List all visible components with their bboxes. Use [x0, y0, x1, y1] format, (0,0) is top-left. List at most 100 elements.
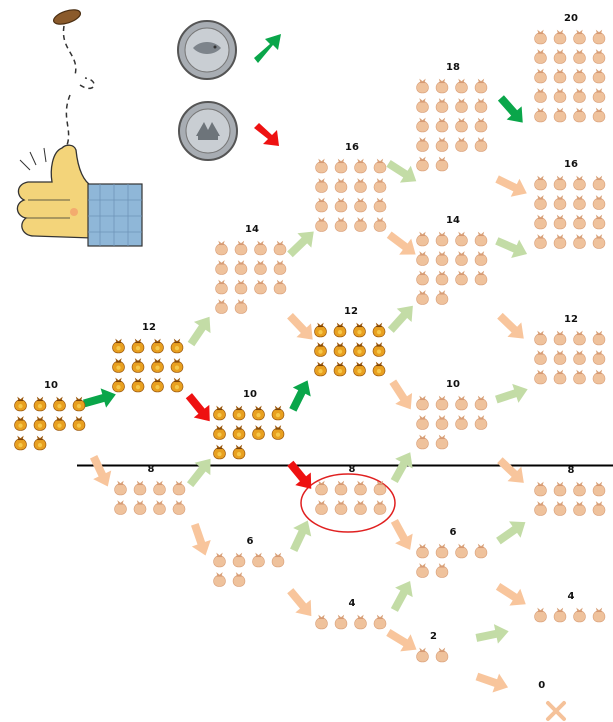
- money-bag-icon: [316, 198, 328, 212]
- money-bag-icon: [475, 251, 487, 265]
- money-bag-icon: [134, 500, 146, 514]
- money-bag-icon: [34, 397, 46, 411]
- money-bag-icon: [255, 260, 267, 274]
- wealth-node: 10: [15, 380, 85, 450]
- money-bag-icon: [535, 195, 547, 209]
- money-bag-icon: [355, 217, 367, 231]
- money-bag-icon: [132, 378, 144, 392]
- money-bag-icon: [316, 217, 328, 231]
- money-bag-icon: [274, 260, 286, 274]
- money-bag-icon: [274, 280, 286, 294]
- money-bag-icon: [15, 416, 27, 430]
- money-bag-icon: [154, 500, 166, 514]
- transition-arrow-pale-green: [383, 155, 422, 190]
- money-bag-icon: [456, 396, 468, 410]
- node-label: 10: [243, 389, 257, 400]
- node-label: 12: [564, 314, 578, 325]
- node-label: 6: [450, 527, 457, 538]
- transition-arrow-pale-orange: [383, 227, 421, 263]
- money-bag-icon: [475, 137, 487, 151]
- node-label: 8: [349, 464, 356, 475]
- money-bag-icon: [113, 378, 125, 392]
- money-bag-icon: [374, 615, 386, 629]
- money-bag-icon: [374, 178, 386, 192]
- money-bag-icon: [355, 481, 367, 495]
- money-bag-icon: [335, 198, 347, 212]
- money-bag-icon: [113, 358, 125, 372]
- node-label: 20: [564, 13, 578, 24]
- money-bag-icon: [574, 234, 586, 248]
- transition-arrow-pale-orange: [185, 521, 215, 559]
- money-bag-icon: [173, 500, 185, 514]
- wealth-node: 8: [316, 464, 386, 514]
- money-bag-icon: [417, 290, 429, 304]
- money-bag-icon: [171, 358, 183, 372]
- money-bag-icon: [233, 445, 245, 459]
- money-bag-icon: [272, 406, 284, 420]
- money-bag-icon: [152, 339, 164, 353]
- money-bag-icon: [436, 435, 448, 449]
- money-bag-icon: [436, 157, 448, 171]
- transition-arrow-pale-orange: [384, 376, 419, 415]
- money-bag-icon: [373, 362, 385, 376]
- coin-heads-icon: [178, 21, 236, 79]
- money-bag-icon: [115, 481, 127, 495]
- money-bag-icon: [436, 290, 448, 304]
- money-bag-icon: [475, 415, 487, 429]
- money-bag-icon: [216, 260, 228, 274]
- money-bag-icon: [335, 481, 347, 495]
- money-bag-icon: [436, 251, 448, 265]
- node-label: 14: [446, 215, 460, 226]
- node-label: 8: [148, 464, 155, 475]
- money-bag-icon: [152, 378, 164, 392]
- money-bag-icon: [354, 342, 366, 356]
- money-bag-icon: [436, 271, 448, 285]
- money-bag-icon: [34, 436, 46, 450]
- money-bag-icon: [15, 436, 27, 450]
- money-bag-icon: [335, 178, 347, 192]
- money-bag-icon: [574, 331, 586, 345]
- money-bag-icon: [235, 280, 247, 294]
- money-bag-icon: [593, 331, 605, 345]
- wealth-node: 18: [417, 62, 487, 171]
- wealth-node: 2: [417, 631, 448, 662]
- transition-arrow-pale-orange: [493, 309, 531, 346]
- money-bag-icon: [574, 69, 586, 83]
- money-bag-icon: [535, 370, 547, 384]
- coin-flip-thumb-icon: [17, 7, 142, 246]
- money-bag-icon: [436, 98, 448, 112]
- transition-arrow-pale-orange: [493, 453, 531, 490]
- money-bag-icon: [456, 118, 468, 132]
- transition-arrow-red: [181, 389, 217, 427]
- money-bag-icon: [593, 608, 605, 622]
- money-bag-icon: [113, 339, 125, 353]
- money-bag-icon: [554, 234, 566, 248]
- money-bag-icon: [214, 445, 226, 459]
- transition-arrow-pale-orange: [283, 309, 320, 347]
- money-bag-icon: [574, 30, 586, 44]
- money-bag-icon: [417, 79, 429, 93]
- transition-arrow-pale-green: [493, 380, 531, 409]
- money-bag-icon: [253, 553, 265, 567]
- money-bag-icon: [355, 500, 367, 514]
- transition-arrow-pale-orange: [493, 170, 531, 202]
- wealth-node: 0: [538, 680, 564, 719]
- node-label: 2: [430, 631, 437, 642]
- money-bag-icon: [535, 69, 547, 83]
- money-bag-icon: [475, 118, 487, 132]
- money-bag-icon: [436, 396, 448, 410]
- money-bag-icon: [593, 215, 605, 229]
- money-bag-icon: [535, 108, 547, 122]
- money-bag-icon: [354, 323, 366, 337]
- money-bag-icon: [253, 406, 265, 420]
- money-bag-icon: [574, 501, 586, 515]
- transition-arrow-green: [284, 376, 317, 414]
- money-bag-icon: [316, 481, 328, 495]
- money-bag-icon: [554, 608, 566, 622]
- money-bag-icon: [216, 299, 228, 313]
- money-bag-icon: [315, 342, 327, 356]
- money-bag-icon: [334, 323, 346, 337]
- money-bag-icon: [315, 323, 327, 337]
- money-bag-icon: [152, 358, 164, 372]
